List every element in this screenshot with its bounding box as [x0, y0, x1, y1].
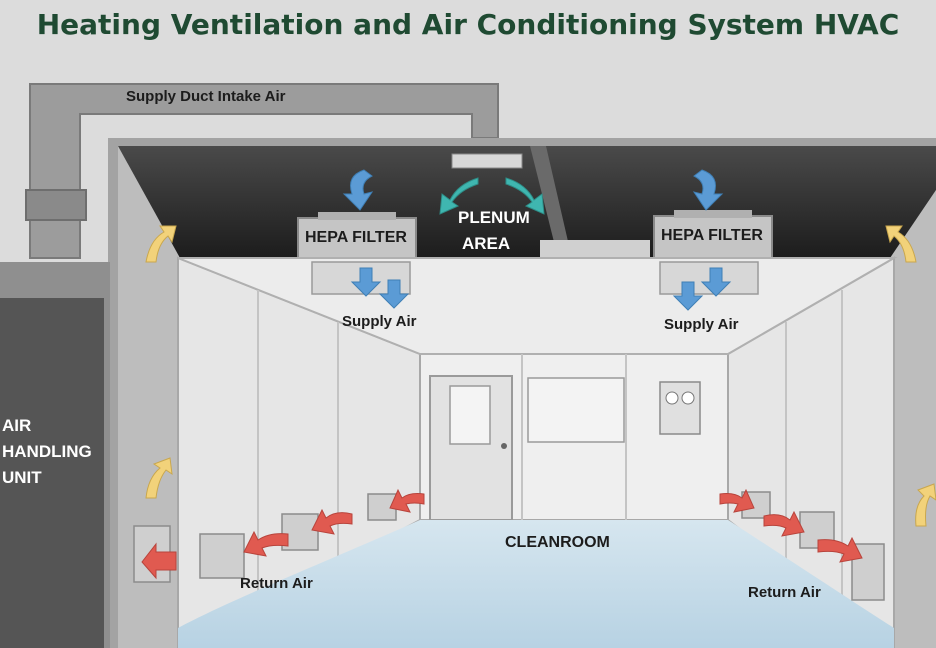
supply-duct	[25, 83, 499, 259]
hepa-filter-right-unit	[653, 210, 773, 259]
plenum-label-line2: AREA	[462, 234, 511, 253]
return-air-left-label: Return Air	[240, 575, 313, 592]
cleanroom-label: CLEANROOM	[505, 534, 610, 551]
page-title: Heating Ventilation and Air Conditioning…	[36, 8, 900, 41]
supply-air-arrows	[342, 169, 732, 311]
return-air-right-label: Return Air	[748, 584, 821, 601]
hepa-filter-left-unit	[297, 212, 417, 261]
cleanroom-floor	[178, 520, 894, 648]
plenum-label-line1: PLENUM	[458, 208, 530, 227]
supply-duct-label: Supply Duct Intake Air	[126, 88, 286, 105]
plenum-flow-arrows	[439, 177, 545, 215]
duct-intake-arrows	[145, 225, 936, 527]
plenum-ceiling	[118, 146, 936, 260]
ahu-label-line3: UNIT	[2, 468, 42, 487]
ahu-label-line1: AIR	[2, 416, 32, 435]
hepa-filter-right-label: HEPA FILTER	[661, 227, 763, 244]
supply-air-right-label: Supply Air	[664, 316, 739, 333]
hepa-filter-left-label: HEPA FILTER	[305, 229, 407, 246]
ahu-label-line2: HANDLING	[2, 442, 92, 461]
air-handling-unit	[0, 262, 110, 648]
supply-air-left-label: Supply Air	[342, 313, 417, 330]
return-air-arrows	[141, 488, 863, 580]
